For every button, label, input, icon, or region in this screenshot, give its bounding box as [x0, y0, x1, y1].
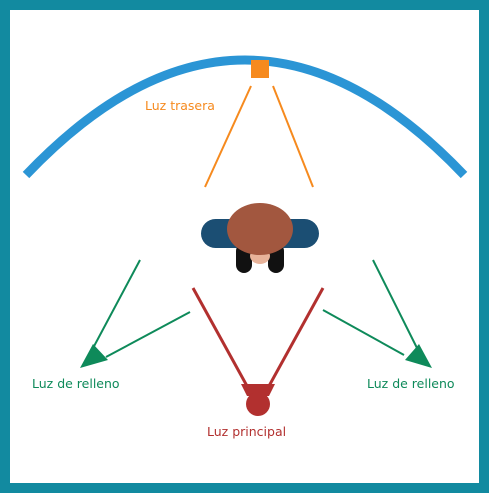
fill-right-beam-outer — [372, 259, 419, 351]
flag-light-icon — [80, 344, 108, 368]
fill-light-right — [322, 259, 432, 368]
fill-left-beam-outer — [91, 259, 141, 351]
round-light-icon — [246, 392, 270, 416]
back-light-label: Luz trasera — [145, 98, 215, 113]
person-top-view-icon — [201, 203, 319, 273]
fill-light-left — [80, 259, 191, 368]
square-light-icon — [251, 60, 269, 78]
key-light-beam-right — [267, 287, 325, 387]
fill-right-beam-inner — [322, 309, 405, 356]
subject-head — [227, 203, 293, 255]
key-light-beam-left — [191, 287, 249, 387]
backdrop-arc — [22, 55, 468, 179]
key-light-label: Luz principal — [207, 424, 286, 439]
back-light-beam-left — [204, 85, 252, 188]
flag-light-icon — [405, 344, 432, 368]
fill-left-beam-inner — [105, 311, 191, 358]
fill-light-left-label: Luz de relleno — [32, 376, 120, 391]
fill-light-right-label: Luz de relleno — [367, 376, 455, 391]
key-light — [191, 287, 325, 416]
back-light-beam-right — [272, 85, 314, 188]
key-light-cone — [241, 384, 275, 396]
back-light — [204, 60, 314, 188]
